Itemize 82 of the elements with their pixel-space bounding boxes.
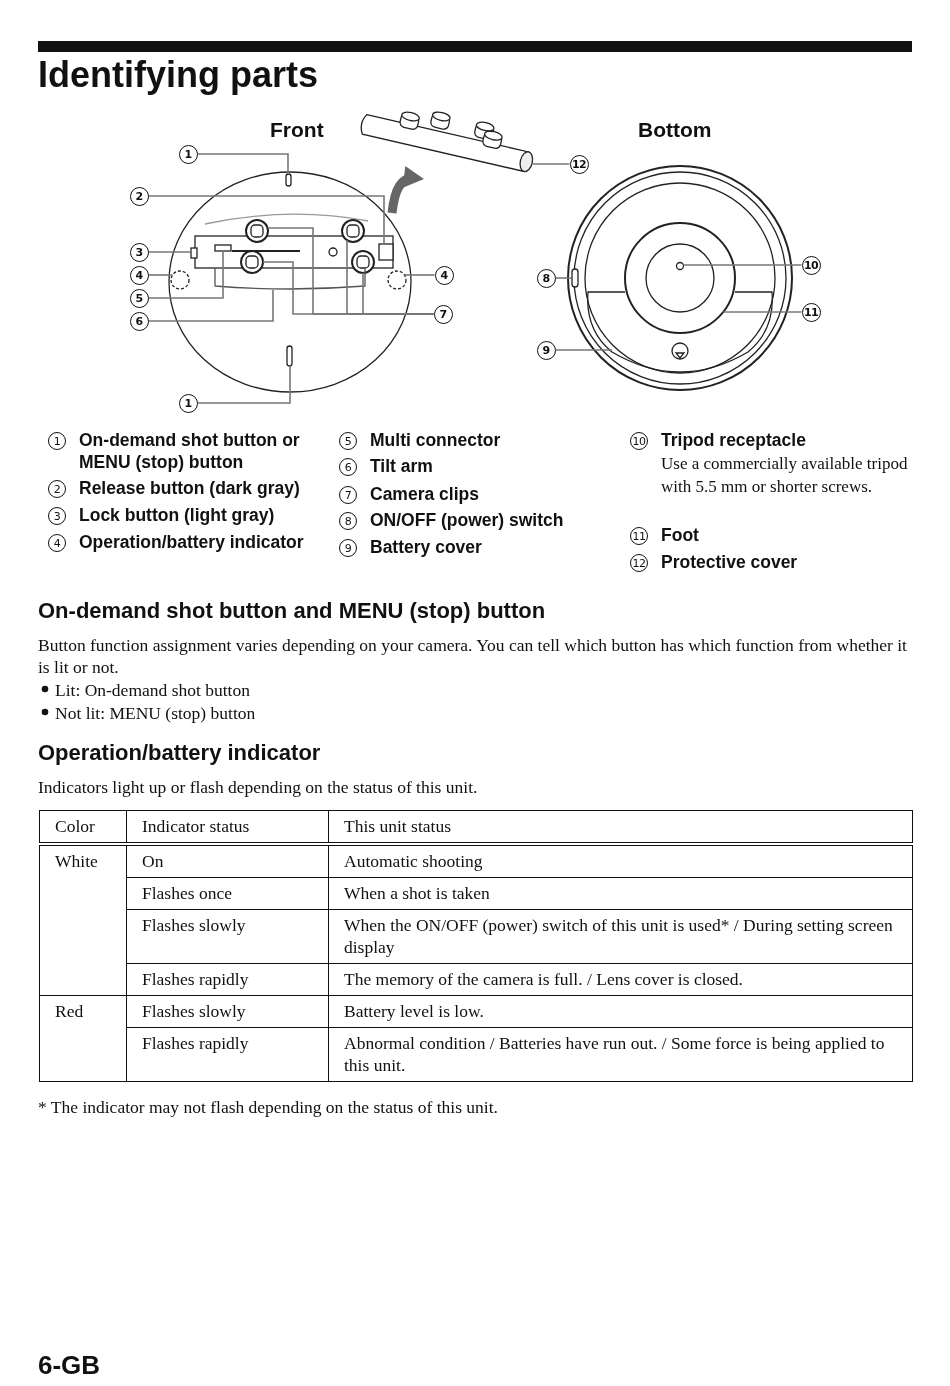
callout-number: 12 [569, 154, 589, 174]
table-cell: Flashes rapidly [126, 963, 329, 996]
callout-number: 11 [801, 302, 821, 322]
callout-number: 7 [433, 304, 453, 324]
table-cell: Automatic shooting [328, 844, 913, 878]
table-cell: Flashes slowly [126, 909, 329, 964]
indicator-lamp [170, 270, 190, 290]
indicator-lamp [387, 270, 407, 290]
table-cell: When a shot is taken [328, 877, 913, 910]
lock-button [190, 247, 198, 259]
table-cell: Abnormal condition / Batteries have run out. / Some force is being applied to this unit. [328, 1027, 913, 1082]
arrow [387, 166, 424, 214]
table-cell: On [126, 844, 329, 878]
header-cell: Color [39, 810, 127, 844]
button-slot [285, 173, 292, 187]
page-title: Identifying parts [38, 54, 320, 96]
leader-line [682, 264, 803, 266]
callout-number: 3 [129, 242, 149, 262]
view-heading: Front [270, 118, 325, 142]
leader-line [554, 349, 613, 351]
leader-line [147, 250, 224, 299]
leader-line [532, 163, 571, 165]
release-button [378, 243, 394, 261]
section-heading: On-demand shot button and MENU (stop) button [38, 598, 547, 624]
footnote: * The indicator may not flash depending on the status of this unit. [38, 1096, 499, 1118]
leader-line [147, 289, 274, 322]
header-cell: This unit status [328, 810, 913, 844]
part-name: Lock button (light gray) [79, 504, 276, 526]
part-name: Protective cover [661, 551, 799, 573]
paragraph: Indicators light up or flash depending on the status of this unit. [38, 776, 479, 798]
leader-line [147, 274, 174, 276]
part-description: Use a commercially available tripod with 5.5 mm or shorter screws. [661, 453, 909, 498]
callout-number: 6 [129, 311, 149, 331]
part-name: ON/OFF (power) switch [370, 509, 565, 531]
tilt-arm [214, 267, 366, 290]
protective-cover-drawing [360, 111, 534, 173]
leader-line [147, 251, 192, 253]
leader-line [403, 274, 436, 276]
part-name: Foot [661, 524, 700, 546]
section-heading: Operation/battery indicator [38, 740, 322, 766]
callout-number: 10 [801, 255, 821, 275]
callout-number: 2 [129, 186, 149, 206]
part-name: Multi connector [370, 429, 502, 451]
battery-cover [587, 291, 773, 373]
callout-number: 1 [178, 144, 198, 164]
part-name: On-demand shot button or MENU (stop) button [79, 429, 301, 473]
table-cell: The memory of the camera is full. / Lens cover is closed. [328, 963, 913, 996]
bullet-text: Lit: On-demand shot button [55, 679, 251, 701]
part-name: Release button (dark gray) [79, 477, 301, 499]
leader-line [554, 277, 573, 279]
callout-number: 5 [129, 288, 149, 308]
table-cell: Red [39, 995, 127, 1082]
tripod-hole [675, 261, 685, 271]
button-slot [286, 345, 293, 367]
multi-connector [214, 244, 232, 252]
power-switch [571, 268, 579, 288]
part-name: Battery cover [370, 536, 483, 558]
part-name: Camera clips [370, 483, 480, 505]
leader-line [196, 153, 289, 175]
part-name: Operation/battery indicator [79, 531, 305, 553]
header-cell: Indicator status [126, 810, 329, 844]
leader-line [722, 311, 803, 313]
foot-ring [624, 222, 736, 334]
callout-number: 1 [178, 393, 198, 413]
callout-number: 8 [536, 268, 556, 288]
view-heading: Bottom [638, 118, 713, 142]
callout-number: 4 [129, 265, 149, 285]
table-cell: Flashes once [126, 877, 329, 910]
page-number: 6-GB [38, 1350, 102, 1381]
leader-line [196, 365, 291, 404]
part-name: Tripod receptacle [661, 429, 807, 451]
table-cell: Battery level is low. [328, 995, 913, 1028]
leader-line [147, 195, 385, 245]
paragraph: Button function assignment varies depending on your camera. You can tell which button has which function from whether it is lit or not. [38, 634, 908, 678]
callout-number: 4 [434, 265, 454, 285]
table-cell: Flashes rapidly [126, 1027, 329, 1082]
callout-number: 9 [536, 340, 556, 360]
table-cell: When the ON/OFF (power) switch of this unit is used* / During setting screen display [328, 909, 913, 964]
table-cell: Flashes slowly [126, 995, 329, 1028]
part-name: Tilt arm [370, 455, 434, 477]
table-cell: White [39, 844, 127, 996]
bullet-text: Not lit: MENU (stop) button [55, 702, 257, 724]
